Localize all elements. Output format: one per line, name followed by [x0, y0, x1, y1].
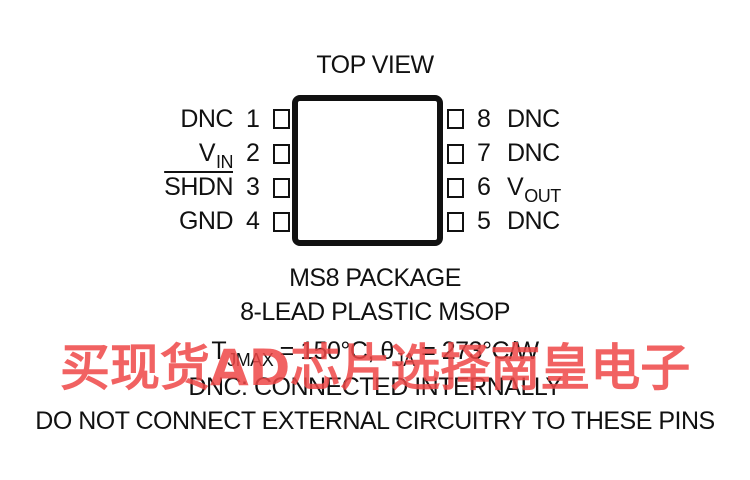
pin-number-3: 3 — [246, 173, 260, 201]
theta-symbol: θ — [380, 337, 394, 365]
pin-name-4: GND — [178, 207, 234, 235]
theta-subscript: JA — [394, 350, 416, 370]
pin-pad-5 — [447, 212, 464, 232]
package-name: MS8 PACKAGE — [289, 264, 461, 292]
thermal-spec: TJMAX = 150°C, θJA = 273°C/W — [0, 336, 750, 370]
theta-value: = 273°C/W — [414, 337, 539, 365]
pin-pad-8 — [447, 109, 464, 129]
pin-name-6: VOUT — [507, 172, 561, 206]
pin-pad-6 — [447, 178, 464, 198]
pin-name-8: DNC — [507, 105, 560, 133]
pin-number-1: 1 — [246, 105, 260, 133]
tjmax-value: = 150°C, — [273, 337, 381, 365]
pin-name-2-subscript: IN — [216, 152, 234, 172]
pin-name-2: VIN — [160, 138, 234, 172]
pin-name-6-subscript: OUT — [524, 186, 561, 206]
chip-body — [292, 95, 443, 246]
dnc-warning: DO NOT CONNECT EXTERNAL CIRCUITRY TO THE… — [35, 407, 715, 435]
pin-name-2-base: V — [198, 139, 216, 167]
dnc-note: DNC: CONNECTED INTERNALLY — [188, 373, 562, 401]
tjmax-subscript: JMAX — [227, 350, 274, 370]
pin-pad-2 — [273, 144, 290, 164]
pin-name-3: SHDN — [164, 173, 233, 201]
pin-pad-7 — [447, 144, 464, 164]
pin-number-7: 7 — [477, 139, 491, 167]
pin-name-6-base: V — [507, 173, 524, 201]
pin-name-7: DNC — [507, 139, 560, 167]
pin-number-5: 5 — [477, 207, 491, 235]
pin-name-1: DNC — [180, 105, 233, 133]
pin-pad-1 — [273, 109, 290, 129]
pin-number-4: 4 — [246, 207, 260, 235]
package-description: 8-LEAD PLASTIC MSOP — [240, 298, 510, 326]
pin-name-5: DNC — [507, 207, 560, 235]
tjmax-symbol: T — [211, 337, 227, 365]
pin-pad-4 — [273, 212, 290, 232]
view-label: TOP VIEW — [316, 51, 434, 79]
pin-number-8: 8 — [477, 105, 491, 133]
pin-pad-3 — [273, 178, 290, 198]
pin-number-6: 6 — [477, 173, 491, 201]
pin-number-2: 2 — [246, 139, 260, 167]
